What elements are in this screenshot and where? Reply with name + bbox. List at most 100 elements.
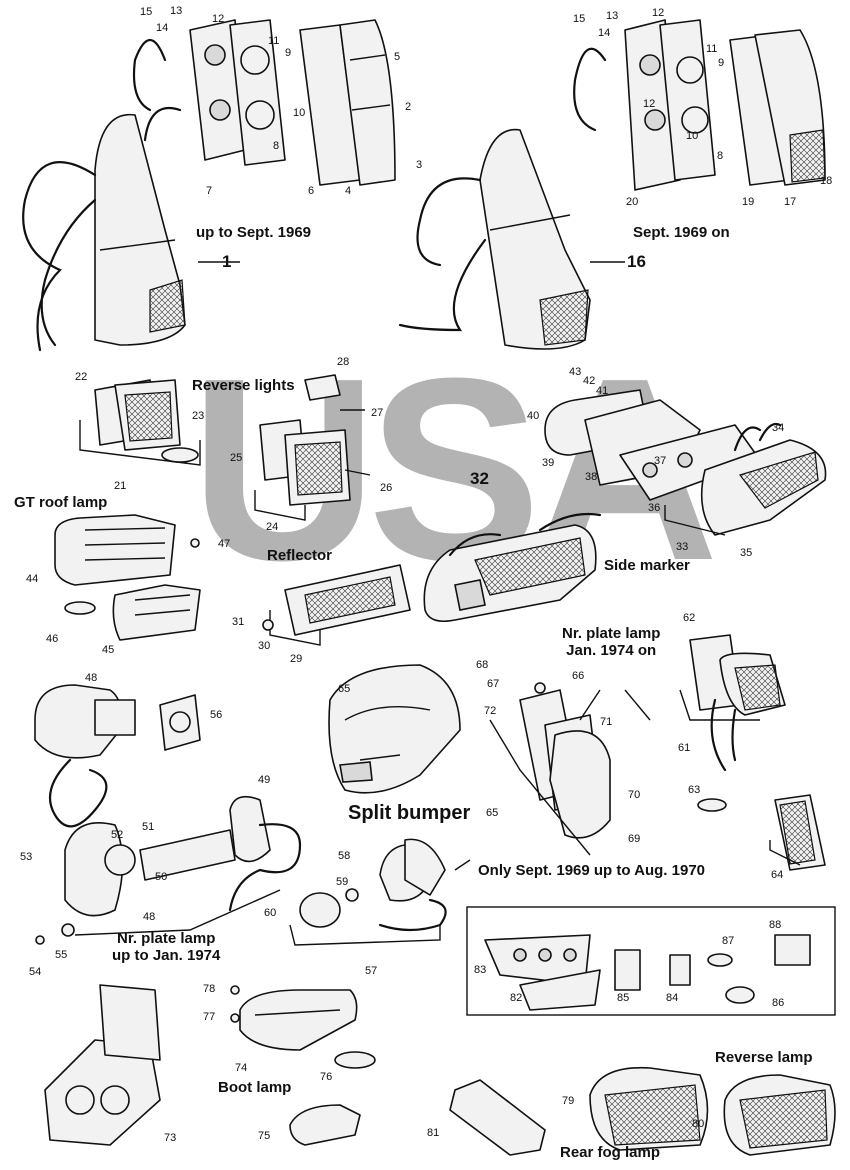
bulb-87: [707, 953, 733, 967]
fog-reverse-lamp-group: [449, 1066, 836, 1156]
callout-13: 13: [170, 5, 183, 17]
boot-lamp-lens-75: [289, 1104, 361, 1146]
callout-75: 75: [258, 1130, 271, 1142]
callout-10: 10: [293, 107, 306, 119]
callout-56: 56: [210, 709, 223, 721]
callout-47: 47: [218, 538, 231, 550]
gt-roof-lamp-group: [54, 514, 201, 641]
callout-11b: 11: [706, 43, 718, 55]
caption-nr-plate-early: Nr. plate lamp up to Jan. 1974: [112, 930, 221, 965]
callout-80: 80: [692, 1118, 705, 1130]
bulb-63: [697, 798, 727, 812]
callout-11: 11: [268, 35, 280, 47]
split-bumper-lamp-65: [328, 664, 461, 794]
callout-33: 33: [676, 541, 689, 553]
callout-26: 26: [380, 482, 393, 494]
caption-late-rear-lamp: Sept. 1969 on: [633, 224, 730, 241]
callout-29: 29: [290, 653, 303, 665]
callout-51: 51: [142, 821, 155, 833]
caption-boot-lamp: Boot lamp: [218, 1079, 292, 1096]
callout-14: 14: [156, 22, 169, 34]
callout-71: 71: [600, 716, 613, 728]
lampholder-51: [139, 829, 236, 881]
callout-73: 73: [164, 1132, 177, 1144]
boot-lamp-bulb-76: [334, 1051, 376, 1069]
callout-15: 15: [140, 6, 153, 18]
rear-lamp-reflex-16: [539, 289, 589, 346]
callout-23: 23: [192, 410, 205, 422]
caption-gt-roof-lamp: GT roof lamp: [14, 494, 108, 511]
callout-5: 5: [394, 51, 401, 63]
callout-12: 12: [212, 13, 225, 25]
callout-74: 74: [235, 1062, 248, 1074]
screw-54: [35, 935, 45, 945]
callout-62: 62: [683, 612, 696, 624]
callout-41: 41: [596, 385, 609, 397]
bulb-holder-86: [725, 986, 755, 1004]
bracket-57: [404, 838, 446, 896]
callout-1: 1: [222, 252, 232, 271]
callout-60: 60: [264, 907, 277, 919]
callout-66: 66: [572, 670, 585, 682]
callout-9: 9: [285, 47, 292, 59]
callout-4: 4: [345, 185, 352, 197]
rear-lamp-reflex-1: [149, 279, 186, 333]
callout-65a: 65: [338, 683, 351, 695]
caption-rear-fog-lamp: Rear fog lamp: [560, 1144, 661, 1161]
callout-68: 68: [476, 659, 489, 671]
callout-16: 16: [627, 252, 646, 271]
callout-76: 76: [320, 1071, 333, 1083]
callout-45: 45: [102, 644, 115, 656]
callout-72: 72: [484, 705, 497, 717]
split-bumper-lamp-group: [328, 664, 461, 794]
callout-13b: 13: [606, 10, 619, 22]
callout-50: 50: [155, 871, 168, 883]
switch-85: [614, 949, 641, 991]
caption-split-bumper: Split bumper: [348, 802, 471, 824]
nr-plate-lamp-usa-group: [679, 634, 826, 871]
rear-lamp-wire-16: [416, 177, 482, 267]
callout-77: 77: [203, 1011, 216, 1023]
callout-48a: 48: [85, 672, 98, 684]
callout-85: 85: [617, 992, 630, 1004]
callout-58: 58: [338, 850, 351, 862]
callout-6: 6: [308, 185, 315, 197]
callout-14b: 14: [598, 27, 611, 39]
callout-40: 40: [527, 410, 540, 422]
callout-35: 35: [740, 547, 753, 559]
callout-49: 49: [258, 774, 271, 786]
nr-plate-lamp-1969-group: [289, 838, 471, 946]
caption-side-marker: Side marker: [604, 557, 690, 574]
boot-lamp-74: [239, 989, 358, 1051]
callout-27: 27: [371, 407, 384, 419]
callout-42: 42: [583, 375, 596, 387]
reverse-bulb-23: [161, 447, 199, 463]
reverse-bracket-28: [304, 374, 341, 401]
callout-54: 54: [29, 966, 42, 978]
callout-37: 37: [654, 455, 667, 467]
callout-67: 67: [487, 678, 500, 690]
callout-86: 86: [772, 997, 785, 1009]
gt-roof-bulb-46: [64, 601, 96, 615]
reflector-group: [262, 564, 411, 646]
callout-21: 21: [114, 480, 127, 492]
callout-52: 52: [111, 829, 124, 841]
callout-81: 81: [427, 1127, 440, 1139]
callout-46: 46: [46, 633, 59, 645]
callout-87: 87: [722, 935, 735, 947]
caption-only-sept-1969: Only Sept. 1969 up to Aug. 1970: [478, 862, 706, 879]
rear-lamp-lens-5: [339, 19, 396, 186]
caption-early-rear-lamp: up to Sept. 1969: [196, 224, 312, 241]
gt-roof-lamp-base-44: [54, 514, 176, 586]
callout-2: 2: [405, 101, 412, 113]
callout-48b: 48: [143, 911, 156, 923]
callout-39: 39: [542, 457, 555, 469]
callout-22: 22: [75, 371, 88, 383]
callout-82: 82: [510, 992, 523, 1004]
callout-78: 78: [203, 983, 216, 995]
callout-44: 44: [26, 573, 39, 585]
callout-36: 36: [648, 502, 661, 514]
callout-55: 55: [55, 949, 68, 961]
